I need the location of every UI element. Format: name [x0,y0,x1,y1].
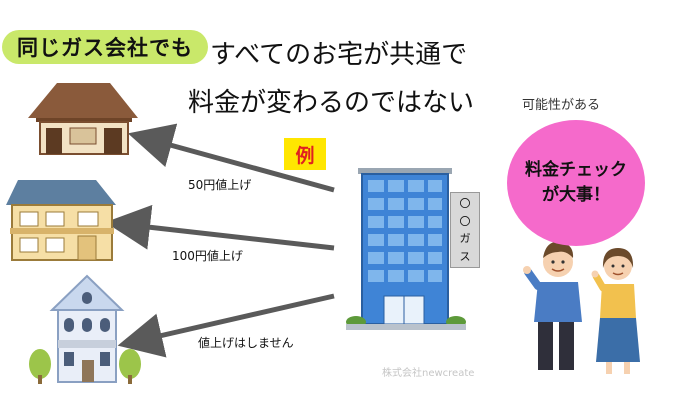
arrow-to-house-1 [127,123,335,193]
gas-sign-char: ガ [459,232,471,246]
same-gas-company-badge-text: 同じガス会社でも [17,36,193,60]
possibility-note: 可能性がある [522,98,601,113]
copyright-watermark: 株式会社newcreate [382,368,475,379]
price-check-line-1: 料金チェック [525,159,627,180]
western-house-icon [29,274,141,384]
man-pointing-icon [523,241,582,370]
price-label-house-2: 100円値上げ [172,249,243,263]
gas-company-sign: 〇 〇 ガ ス [450,192,480,268]
gas-company-building-icon [346,168,466,330]
two-storey-house-icon [6,180,116,261]
price-label-house-1: 50円値上げ [188,178,252,192]
gas-sign-char: 〇 [459,214,471,228]
price-check-line-2: が大事！ [542,185,610,205]
arrow-to-house-3 [117,293,335,358]
price-check-bubble: 料金チェック が大事！ [507,120,645,246]
gas-sign-char: ス [459,249,471,263]
headline-line-1: すべてのお宅が共通で [210,40,468,70]
example-badge: 例 [284,138,326,170]
headline-line-2: 料金が変わるのではない [188,88,475,118]
traditional-house-icon [28,83,138,155]
arrow-to-house-2 [105,204,335,251]
gas-sign-char: 〇 [459,197,471,211]
price-label-house-3: 値上げはしません [198,336,294,350]
woman-pointing-icon [591,248,640,374]
same-gas-company-badge: 同じガス会社でも [2,30,208,64]
